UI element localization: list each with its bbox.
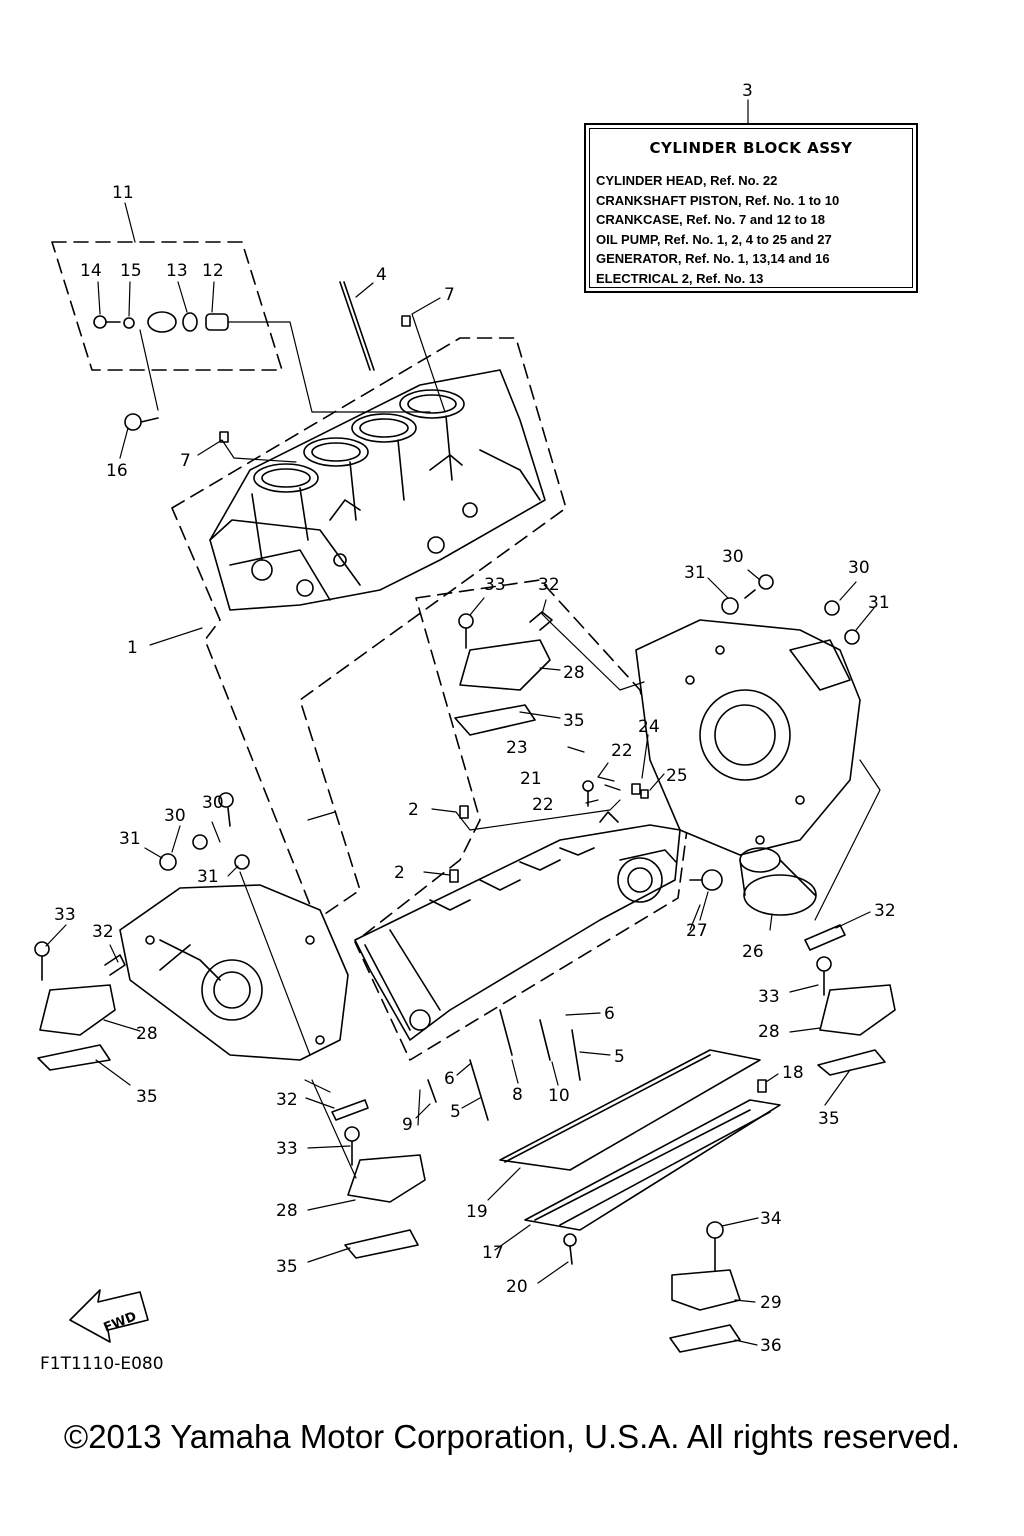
callout-3: 3 — [742, 81, 753, 101]
callout-15: 15 — [120, 261, 142, 281]
callout-30: 30 — [722, 547, 744, 567]
callout-2: 2 — [394, 863, 405, 883]
callout-31: 31 — [868, 593, 890, 613]
callout-17: 17 — [482, 1243, 504, 1263]
callout-28: 28 — [136, 1024, 158, 1044]
callout-35: 35 — [276, 1257, 298, 1277]
callout-33: 33 — [276, 1139, 298, 1159]
fasteners — [34, 281, 860, 1271]
callout-35: 35 — [563, 711, 585, 731]
callout-21: 21 — [520, 769, 542, 789]
group-outlines — [51, 241, 689, 1061]
callout-8: 8 — [512, 1085, 523, 1105]
oil-pan-gasket — [499, 1049, 761, 1171]
callout-30: 30 — [164, 806, 186, 826]
info-box-title: CYLINDER BLOCK ASSY — [649, 139, 853, 157]
callout-5: 5 — [614, 1047, 625, 1067]
callout-28: 28 — [563, 663, 585, 683]
callout-28: 28 — [276, 1201, 298, 1221]
callout-numbers: 3 11 14 15 13 12 4 7 16 7 1 33 32 28 35 … — [54, 81, 896, 1356]
callout-26: 26 — [742, 942, 764, 962]
callout-7: 7 — [180, 451, 191, 471]
info-box-line: CYLINDER HEAD, Ref. No. 22 — [596, 173, 778, 188]
callout-22: 22 — [532, 795, 554, 815]
callout-12: 12 — [202, 261, 224, 281]
group-1-outline — [171, 337, 567, 921]
generator-cover-right — [635, 619, 861, 856]
group-oil-pump-outline — [354, 579, 689, 1061]
oil-pan — [524, 1099, 781, 1231]
callout-9: 9 — [402, 1115, 413, 1135]
callout-18: 18 — [782, 1063, 804, 1083]
callout-7: 7 — [444, 285, 455, 305]
callout-20: 20 — [506, 1277, 528, 1297]
callout-19: 19 — [466, 1202, 488, 1222]
callout-6: 6 — [604, 1004, 615, 1024]
info-box: CYLINDER BLOCK ASSY CYLINDER HEAD, Ref. … — [584, 123, 918, 293]
callout-33: 33 — [54, 905, 76, 925]
generator-cover-left — [119, 884, 349, 1061]
callout-36: 36 — [760, 1336, 782, 1356]
mount-brackets — [37, 611, 896, 1353]
oil-filter — [739, 847, 817, 916]
callout-32: 32 — [92, 922, 114, 942]
callout-13: 13 — [166, 261, 188, 281]
info-box-line: OIL PUMP, Ref. No. 1, 2, 4 to 25 and 27 — [596, 231, 832, 247]
lower-crankcase — [354, 824, 681, 1041]
fwd-arrow-icon — [69, 1289, 149, 1343]
callout-22: 22 — [611, 741, 633, 761]
callout-35: 35 — [136, 1087, 158, 1107]
copyright-notice: ©2013 Yamaha Motor Corporation, U.S.A. A… — [63, 1418, 961, 1455]
info-box-line: CRANKSHAFT PISTON, Ref. No. 1 to 10 — [596, 192, 840, 208]
callout-6: 6 — [444, 1069, 455, 1089]
callout-31: 31 — [119, 829, 141, 849]
group-11-outline — [51, 241, 283, 371]
callout-30: 30 — [848, 558, 870, 578]
leader-lines — [45, 99, 881, 1346]
diagram-code: F1T1110-E080 — [40, 1354, 164, 1374]
callout-28: 28 — [758, 1022, 780, 1042]
cylinder-block — [209, 369, 546, 611]
callout-32: 32 — [538, 575, 560, 595]
info-box-lines: CYLINDER HEAD, Ref. No. 22 CRANKSHAFT PI… — [596, 171, 839, 288]
callout-31: 31 — [197, 867, 219, 887]
callout-14: 14 — [80, 261, 102, 281]
info-box-line: CRANKCASE, Ref. No. 7 and 12 to 18 — [596, 212, 825, 227]
callout-2: 2 — [408, 800, 419, 820]
callout-11: 11 — [112, 183, 134, 203]
callout-35: 35 — [818, 1109, 840, 1129]
callout-24: 24 — [638, 717, 660, 737]
callout-25: 25 — [666, 766, 688, 786]
callout-4: 4 — [376, 265, 387, 285]
callout-33: 33 — [484, 575, 506, 595]
callout-32: 32 — [874, 901, 896, 921]
callout-5: 5 — [450, 1102, 461, 1122]
callout-16: 16 — [106, 461, 128, 481]
callout-31: 31 — [684, 563, 706, 583]
callout-29: 29 — [760, 1293, 782, 1313]
callout-32: 32 — [276, 1090, 298, 1110]
info-box-line: GENERATOR, Ref. No. 1, 13,14 and 16 — [596, 251, 830, 266]
callout-34: 34 — [760, 1209, 782, 1229]
info-box-inner-border — [589, 128, 913, 288]
callout-1: 1 — [127, 638, 138, 658]
callout-23: 23 — [506, 738, 528, 758]
callout-30: 30 — [202, 793, 224, 813]
callout-33: 33 — [758, 987, 780, 1007]
callout-10: 10 — [548, 1086, 570, 1106]
info-box-line: ELECTRICAL 2, Ref. No. 13 — [596, 270, 764, 286]
callout-27: 27 — [686, 921, 708, 941]
